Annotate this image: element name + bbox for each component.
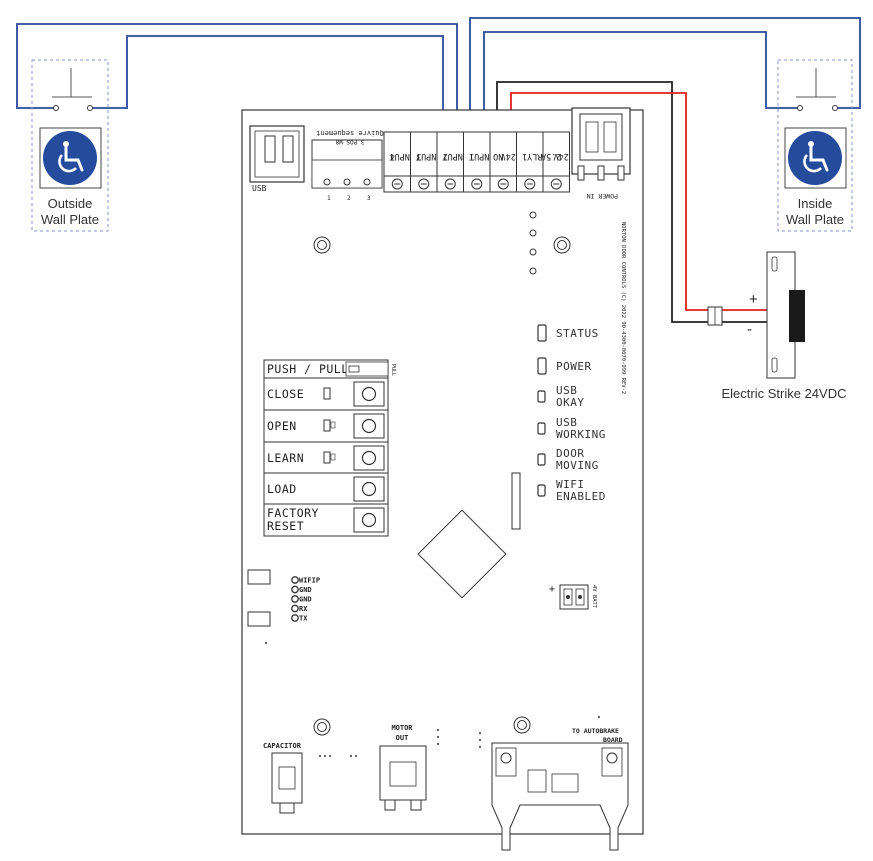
outside-plate-label-2: Wall Plate xyxy=(41,212,99,227)
power-in-label: POWER IN xyxy=(587,192,618,200)
button-close[interactable]: CLOSE xyxy=(263,377,389,411)
led-indicator xyxy=(537,453,546,466)
motor-label-1: MOTOR xyxy=(391,724,413,732)
led-label: ENABLED xyxy=(556,490,606,503)
led-indicator xyxy=(537,390,546,403)
strike-wire-red xyxy=(510,92,712,311)
terminal-pin-label: 2 xyxy=(347,195,351,202)
terminal-label: 24V xyxy=(501,151,516,161)
terminal-pin-label: 3 xyxy=(367,195,371,202)
electric-strike: + - Electric Strike 24VDC xyxy=(722,251,847,401)
terminal-block-3pos: Quivre sequement 3 POS W8 3 2 1 xyxy=(311,129,384,202)
led-label: MOVING xyxy=(556,459,599,472)
outside-plate-wire-b xyxy=(90,35,444,140)
motor-out-connector: MOTOR OUT xyxy=(379,724,439,811)
mounting-hole xyxy=(553,236,571,254)
terminal-label: 2 xyxy=(443,151,448,161)
usb-connector: USB xyxy=(249,125,305,193)
led-indicator xyxy=(537,357,547,375)
terminal-label: INPUT xyxy=(416,151,442,161)
autobrake-label-2: BOARD xyxy=(603,736,623,744)
button-open[interactable]: OPEN xyxy=(263,409,389,443)
power-in-connector: POWER IN xyxy=(571,107,631,200)
led-label: WORKING xyxy=(556,428,606,441)
motor-label-2: OUT xyxy=(396,734,409,742)
button-label: LEARN xyxy=(267,451,304,465)
terminal-label: INPUT xyxy=(469,151,495,161)
usb-label: USB xyxy=(252,184,267,193)
terminal-label: INPUT xyxy=(442,151,468,161)
strike-label: Electric Strike 24VDC xyxy=(722,386,847,401)
led-label: POWER xyxy=(556,360,592,373)
terminal-label: 1 xyxy=(522,151,527,161)
led-label: WIFI xyxy=(556,478,585,491)
terminal-label: INPUT xyxy=(389,151,415,161)
header-pin-label: TX xyxy=(299,615,308,623)
mounting-hole xyxy=(313,718,331,736)
led-indicator xyxy=(537,484,546,497)
led-label: DOOR xyxy=(556,447,585,460)
header-pin-label: GND xyxy=(299,596,312,604)
button-panel: PUSH / PULL PULL CLOSE OPEN LEARN LOAD FACTORY… xyxy=(263,359,396,537)
button-label: CLOSE xyxy=(267,387,304,401)
processor-chip xyxy=(417,509,507,599)
led-label: STATUS xyxy=(556,327,599,340)
outside-wall-plate: Outside Wall Plate xyxy=(31,59,109,232)
button-push-pull: PUSH / PULL PULL xyxy=(263,359,396,379)
status-leds: STATUSPOWERUSBOKAYUSBWORKINGDOORMOVINGWI… xyxy=(537,324,606,503)
terminal-label: 4 xyxy=(390,151,395,161)
battery-connector: + 4V BATT xyxy=(549,584,597,610)
led-label: OKAY xyxy=(556,396,585,409)
svg-text:+: + xyxy=(549,584,555,595)
board-copyright: NORTON DOOR CONTROLS (C) 2022 90-4300-00… xyxy=(620,222,626,394)
button-label: FACTORY xyxy=(267,506,319,520)
button-label: PUSH / PULL xyxy=(267,362,349,376)
terminal-block-sub: 3 POS W8 xyxy=(335,138,364,145)
strike-wire-black xyxy=(496,81,712,323)
led-label: USB xyxy=(556,384,577,397)
led-label: USB xyxy=(556,416,577,429)
inside-plate-label-2: Wall Plate xyxy=(786,212,844,227)
pull-tag: PULL xyxy=(390,364,396,376)
led-indicator xyxy=(537,422,546,435)
wheelchair-icon xyxy=(43,131,97,185)
terminal-block-header: Quivre sequement xyxy=(316,129,383,137)
outside-plate-wire-a xyxy=(16,23,458,140)
inside-plate-wire-b xyxy=(483,31,800,140)
outside-plate-label-1: Outside xyxy=(48,196,93,211)
battery-label: 4V BATT xyxy=(591,585,597,609)
terminal-label: 1 xyxy=(469,151,474,161)
capacitor-label: CAPACITOR xyxy=(263,742,302,750)
strike-minus: - xyxy=(747,321,752,338)
inside-plate-label-1: Inside xyxy=(798,196,833,211)
button-learn[interactable]: LEARN xyxy=(263,441,389,474)
button-label: OPEN xyxy=(267,419,297,433)
mounting-hole xyxy=(513,716,531,734)
button-load[interactable]: LOAD xyxy=(263,472,389,505)
header-pin-label: RX xyxy=(299,605,308,613)
inside-wall-plate: Inside Wall Plate xyxy=(777,59,853,232)
terminal-label: RLY xyxy=(527,151,542,161)
autobrake-label-1: TO AUTOBRAKE xyxy=(572,727,619,735)
button-label: LOAD xyxy=(267,482,297,496)
terminal-label: 2.5A xyxy=(541,151,561,161)
control-board: USB Quivre sequement 3 POS W8 3 2 1 INPU… xyxy=(241,107,644,851)
terminal-pin-label: 1 xyxy=(327,195,331,202)
capacitor-connector: CAPACITOR xyxy=(263,742,357,814)
button-label: RESET xyxy=(267,519,304,533)
led-indicator xyxy=(537,324,547,342)
header-pin-label: WIFIP xyxy=(299,577,320,585)
header-pin-label: GND xyxy=(299,586,312,594)
strike-plus: + xyxy=(749,291,758,308)
terminal-label: 3 xyxy=(416,151,421,161)
terminal-label: 24V xyxy=(554,151,569,161)
wheelchair-icon xyxy=(788,131,842,185)
mounting-hole xyxy=(313,236,331,254)
autobrake-connector: TO AUTOBRAKE BOARD xyxy=(479,716,629,851)
terminal-label: NO xyxy=(493,151,503,161)
